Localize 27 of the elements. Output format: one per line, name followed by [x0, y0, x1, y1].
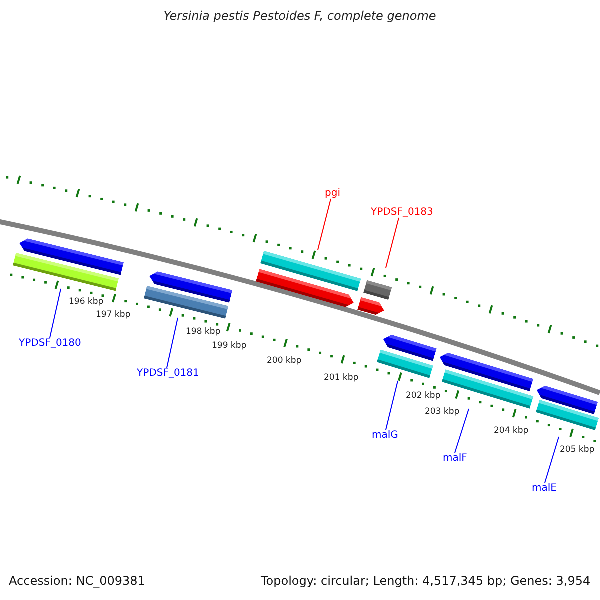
- scale-label: 197 kbp: [96, 310, 131, 320]
- gene-label: YPDSF_0183: [371, 207, 434, 218]
- title: Yersinia pestis Pestoides F, complete genome: [162, 9, 438, 23]
- footer-text: Accession: NC_009381: [9, 574, 146, 588]
- gene-label: malG: [372, 430, 398, 441]
- leader-line: [386, 380, 398, 430]
- scale-label: 196 kbp: [69, 297, 104, 307]
- scale-label: 205 kbp: [560, 445, 595, 455]
- scale-label: 200 kbp: [267, 356, 302, 366]
- leader-line: [166, 318, 178, 368]
- leader-line: [454, 408, 470, 454]
- leader-line: [386, 218, 400, 268]
- scale-label: 201 kbp: [324, 373, 359, 383]
- gene-label: YPDSF_0180: [19, 338, 82, 349]
- gene-label: malE: [532, 483, 557, 494]
- leader-line: [318, 198, 332, 250]
- leader-line: [544, 436, 560, 484]
- leader-line: [50, 288, 62, 338]
- scale-label: 198 kbp: [186, 327, 221, 337]
- scale-label: 203 kbp: [425, 407, 460, 417]
- gene-label: malF: [443, 453, 468, 464]
- footer-text: Topology: circular; Length: 4,517,345 bp; Genes: 3,954: [261, 574, 591, 588]
- scale-label: 202 kbp: [406, 391, 441, 401]
- gene-label: YPDSF_0181: [137, 368, 200, 379]
- scale-label: 199 kbp: [212, 341, 247, 351]
- scale-label: 204 kbp: [494, 426, 529, 436]
- gene-label: pgi: [325, 188, 340, 199]
